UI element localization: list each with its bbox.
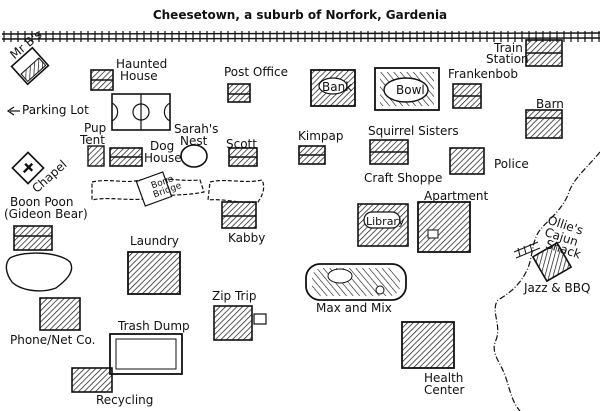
chapel-building (11, 151, 45, 185)
label-sarahs-nest-line1: Sarah's (174, 122, 219, 136)
label-zip-trip: Zip Trip (212, 289, 257, 303)
bowl-building (374, 67, 440, 111)
label-health-center-line1: Health (424, 371, 464, 385)
label-phone-net: Phone/Net Co. (10, 333, 96, 347)
label-post-office: Post Office (224, 65, 288, 79)
barn-building (525, 109, 563, 139)
recycling-building (71, 367, 113, 393)
label-pup-tent-line2: Tent (80, 133, 105, 147)
label-recycling: Recycling (96, 393, 154, 407)
trash-dump (109, 333, 183, 375)
label-library: Library (366, 215, 405, 228)
railroad-track (1, 31, 600, 42)
river-bank (493, 151, 600, 411)
label-laundry: Laundry (130, 234, 179, 248)
pond (5, 252, 73, 292)
pup-tent (87, 145, 105, 167)
label-trash-dump: Trash Dump (118, 319, 190, 333)
label-craft-shoppe: Craft Shoppe (364, 171, 443, 185)
health-center-building (401, 321, 455, 369)
label-bowl: Bowl (396, 83, 425, 97)
zip-trip-building (213, 305, 267, 341)
label-haunted-house-line2: House (120, 69, 158, 83)
label-jazz-bbq: Jazz & BBQ (524, 281, 591, 295)
mr-bs-building (10, 46, 50, 86)
kabby-building (221, 201, 257, 229)
label-squirrel-sisters: Squirrel Sisters (368, 124, 459, 138)
label-barn: Barn (536, 97, 564, 111)
map-title: Cheesetown, a suburb of Norfork, Gardeni… (152, 8, 448, 22)
label-haunted-house-line1: Haunted (116, 57, 168, 71)
label-apartment: Apartment (424, 189, 489, 203)
bank-building (310, 69, 356, 107)
phone-net-building (39, 297, 81, 331)
label-dog-house-line1: Dog (150, 139, 175, 153)
stream (91, 171, 265, 207)
max-and-mix-building (305, 263, 407, 301)
label-dog-house-line2: House (144, 151, 182, 165)
basketball-court (111, 93, 171, 131)
laundry-building (127, 251, 181, 295)
label-scott: Scott (226, 137, 257, 151)
label-bank: Bank (322, 80, 353, 94)
ollies-cajun-shack-building (513, 241, 573, 283)
label-health-center-line2: Center (424, 383, 465, 397)
sarahs-nest (180, 144, 208, 168)
police-building (449, 147, 485, 175)
boon-poon-building (13, 225, 53, 251)
label-pup-tent-line1: Pup (84, 121, 107, 135)
label-police: Police (494, 157, 529, 171)
apartment-building (417, 201, 471, 253)
post-office-building (227, 83, 251, 103)
label-train-station-line1: Train (494, 41, 523, 55)
label-kimpap: Kimpap (298, 129, 344, 143)
parking-lot-arrow (6, 106, 20, 116)
label-sarahs-nest-line2: Nest (180, 134, 208, 148)
label-parking-lot: Parking Lot (22, 103, 89, 117)
label-train-station-line2: Station (486, 52, 529, 66)
label-max-and-mix: Max and Mix (316, 301, 392, 315)
label-kabby: Kabby (228, 231, 266, 245)
label-boon-poon-line1: Boon Poon (10, 195, 74, 209)
label-frankenbob: Frankenbob (448, 67, 519, 81)
label-boon-poon-line2: (Gideon Bear) (4, 207, 88, 221)
library-building (357, 203, 409, 247)
